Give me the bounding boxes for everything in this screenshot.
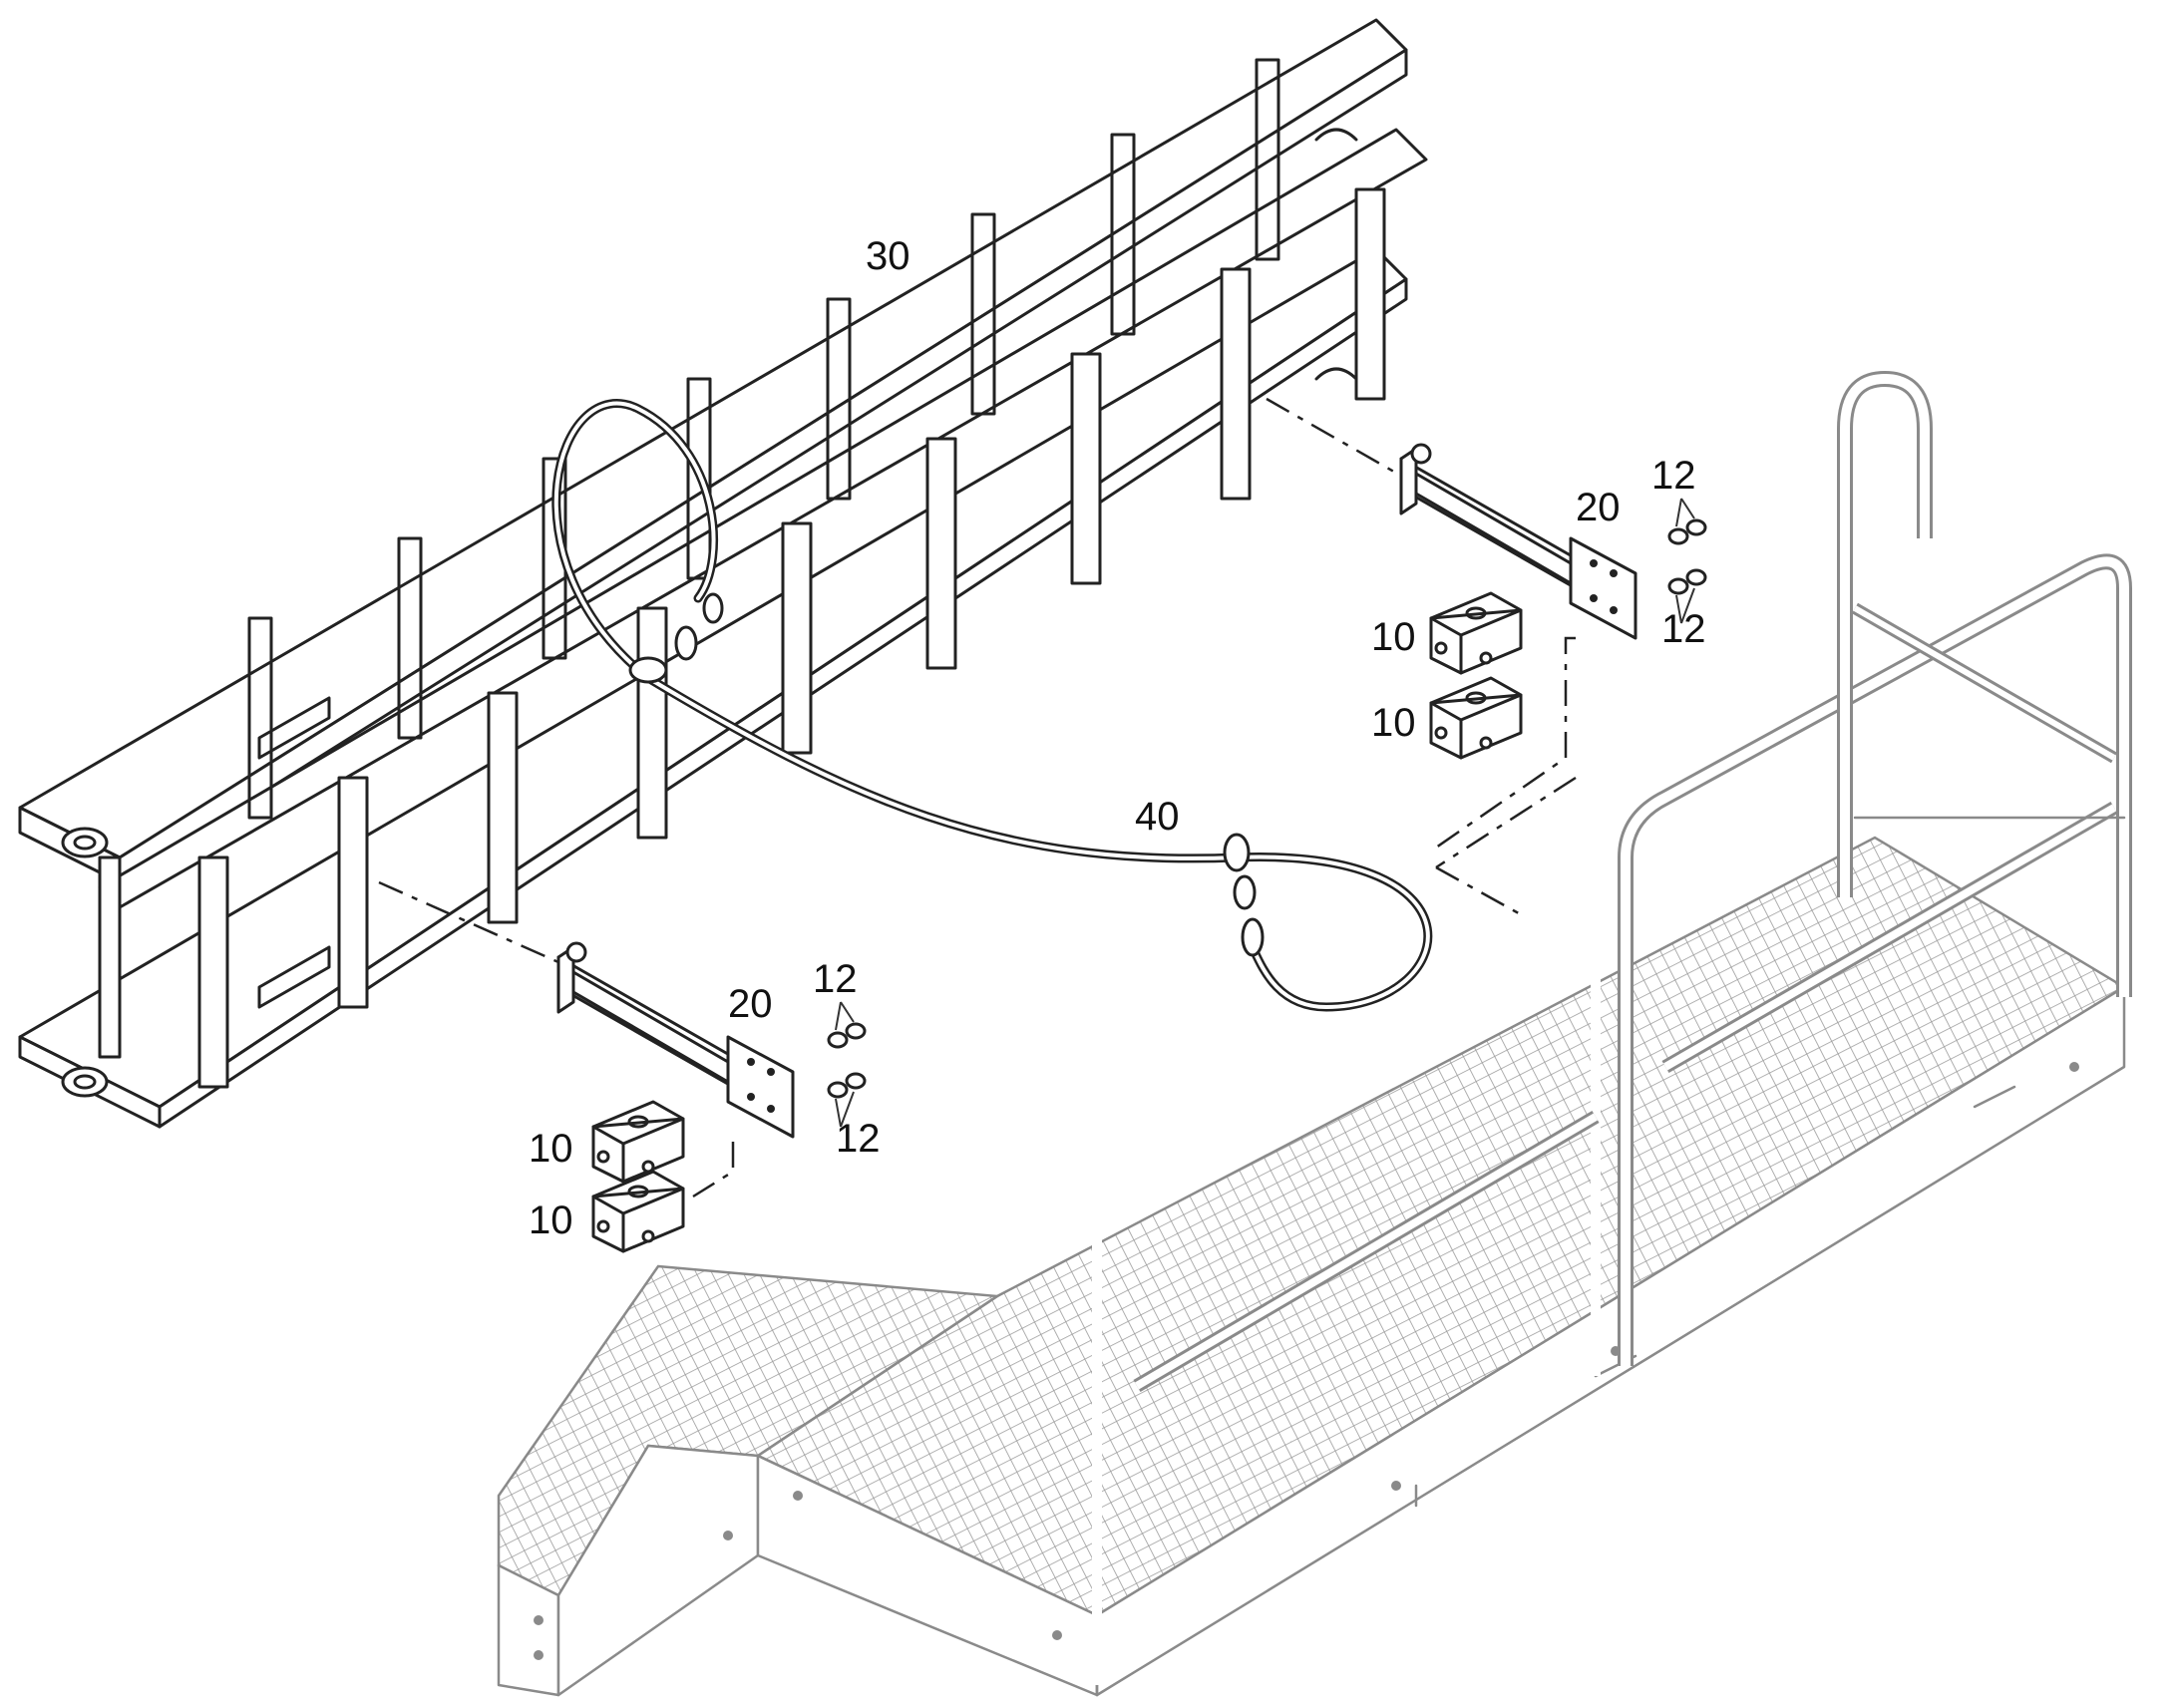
- clamp-block-lower-b: [591, 1170, 685, 1253]
- callout-nut-lower-b: 12: [836, 1117, 881, 1161]
- ladder-assembly: 30: [18, 18, 1428, 1129]
- clamp-block-lower-a: [591, 1100, 685, 1184]
- callout-nut-lower-a: 12: [813, 957, 858, 1001]
- mounting-bracket-upper: [1399, 443, 1637, 640]
- centerline-to-platform: [1435, 776, 1577, 869]
- bracket-assembly-lower: 20 12 12 10 10: [378, 880, 881, 1253]
- callout-clamp-upper-a: 10: [1371, 615, 1416, 659]
- handrail-left: [1092, 885, 1601, 1687]
- callout-clamp-upper-b: 10: [1371, 701, 1416, 745]
- callout-cable: 40: [1135, 795, 1180, 839]
- handrail-right: [1618, 370, 2132, 1366]
- callout-nut-upper-b: 12: [1661, 607, 1706, 651]
- mounting-bracket-lower: [556, 941, 795, 1139]
- centerline: [1266, 397, 1407, 481]
- callout-ladder: 30: [866, 234, 910, 278]
- angled-entry-section: [497, 1264, 1001, 1697]
- ladder-side-rail-top: [98, 128, 1428, 909]
- callout-clamp-lower-a: 10: [529, 1127, 573, 1171]
- ladder-hook-upper: [1314, 128, 1358, 142]
- clamp-block-upper-a: [1429, 591, 1523, 675]
- ladder-rungs: [197, 58, 1386, 1089]
- callout-bracket-upper: 20: [1576, 486, 1621, 529]
- nut-upper-a: [1667, 518, 1707, 545]
- callout-clamp-lower-b: 10: [529, 1198, 573, 1242]
- nut-lower-b: [827, 1072, 867, 1099]
- callout-nut-upper-a: 12: [1651, 454, 1696, 498]
- safety-cable: 40: [551, 399, 1433, 1012]
- clamp-block-upper-b: [1429, 676, 1523, 760]
- cable-loop-eye: [628, 656, 668, 684]
- ladder-end-leg: [98, 855, 122, 1059]
- carabiner-lower: [1223, 833, 1251, 872]
- nut-lower-a: [827, 1022, 867, 1049]
- ladder-hook-lower: [1314, 367, 1358, 381]
- bracket-assembly-upper: 20 12 12 10 10: [1266, 397, 1707, 850]
- nut-upper-b: [1667, 568, 1707, 595]
- carabiner-upper: [674, 625, 698, 661]
- walkway-platform: [497, 370, 2132, 1697]
- callout-bracket-lower: 20: [728, 982, 773, 1026]
- walkway-deck: [755, 836, 2127, 1697]
